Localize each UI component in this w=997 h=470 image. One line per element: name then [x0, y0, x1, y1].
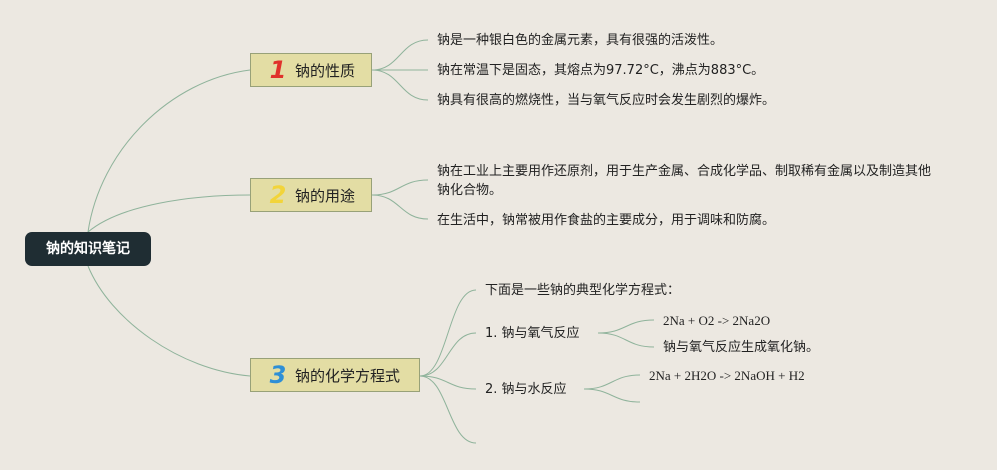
leaf-use-1: 钠在工业上主要用作还原剂，用于生产金属、合成化学品、制取稀有金属以及制造其他钠化… — [437, 164, 932, 198]
root-node[interactable]: 钠的知识笔记 — [25, 232, 151, 266]
branch-label: 钠的化学方程式 — [295, 366, 401, 385]
number-3-icon: 3 — [269, 361, 287, 389]
number-2-icon: 2 — [269, 181, 287, 209]
branch-properties[interactable]: 1 钠的性质 — [250, 53, 372, 87]
reaction-2-label: 2. 钠与水反应 — [485, 382, 567, 397]
number-1-icon: 1 — [269, 56, 287, 84]
leaf-property-3: 钠具有很高的燃烧性，当与氧气反应时会发生剧烈的爆炸。 — [437, 93, 776, 108]
branch-equations[interactable]: 3 钠的化学方程式 — [250, 358, 420, 392]
reaction-2-equation: 2Na + 2H2O -> 2NaOH + H2 — [649, 368, 805, 383]
root-label: 钠的知识笔记 — [46, 241, 130, 257]
leaf-property-2: 钠在常温下是固态，其熔点为97.72°C，沸点为883°C。 — [437, 63, 765, 78]
leaf-use-2: 在生活中，钠常被用作食盐的主要成分，用于调味和防腐。 — [437, 213, 776, 228]
branch-uses[interactable]: 2 钠的用途 — [250, 178, 372, 212]
reaction-1-label: 1. 钠与氧气反应 — [485, 326, 580, 341]
reaction-1-equation: 2Na + O2 -> 2Na2O — [663, 313, 771, 328]
leaf-equations-intro: 下面是一些钠的典型化学方程式： — [485, 283, 681, 298]
branch-label: 钠的用途 — [295, 186, 356, 205]
leaf-property-1: 钠是一种银白色的金属元素，具有很强的活泼性。 — [437, 33, 724, 48]
branch-label: 钠的性质 — [295, 61, 356, 80]
reaction-1-note: 钠与氧气反应生成氧化钠。 — [663, 340, 820, 355]
